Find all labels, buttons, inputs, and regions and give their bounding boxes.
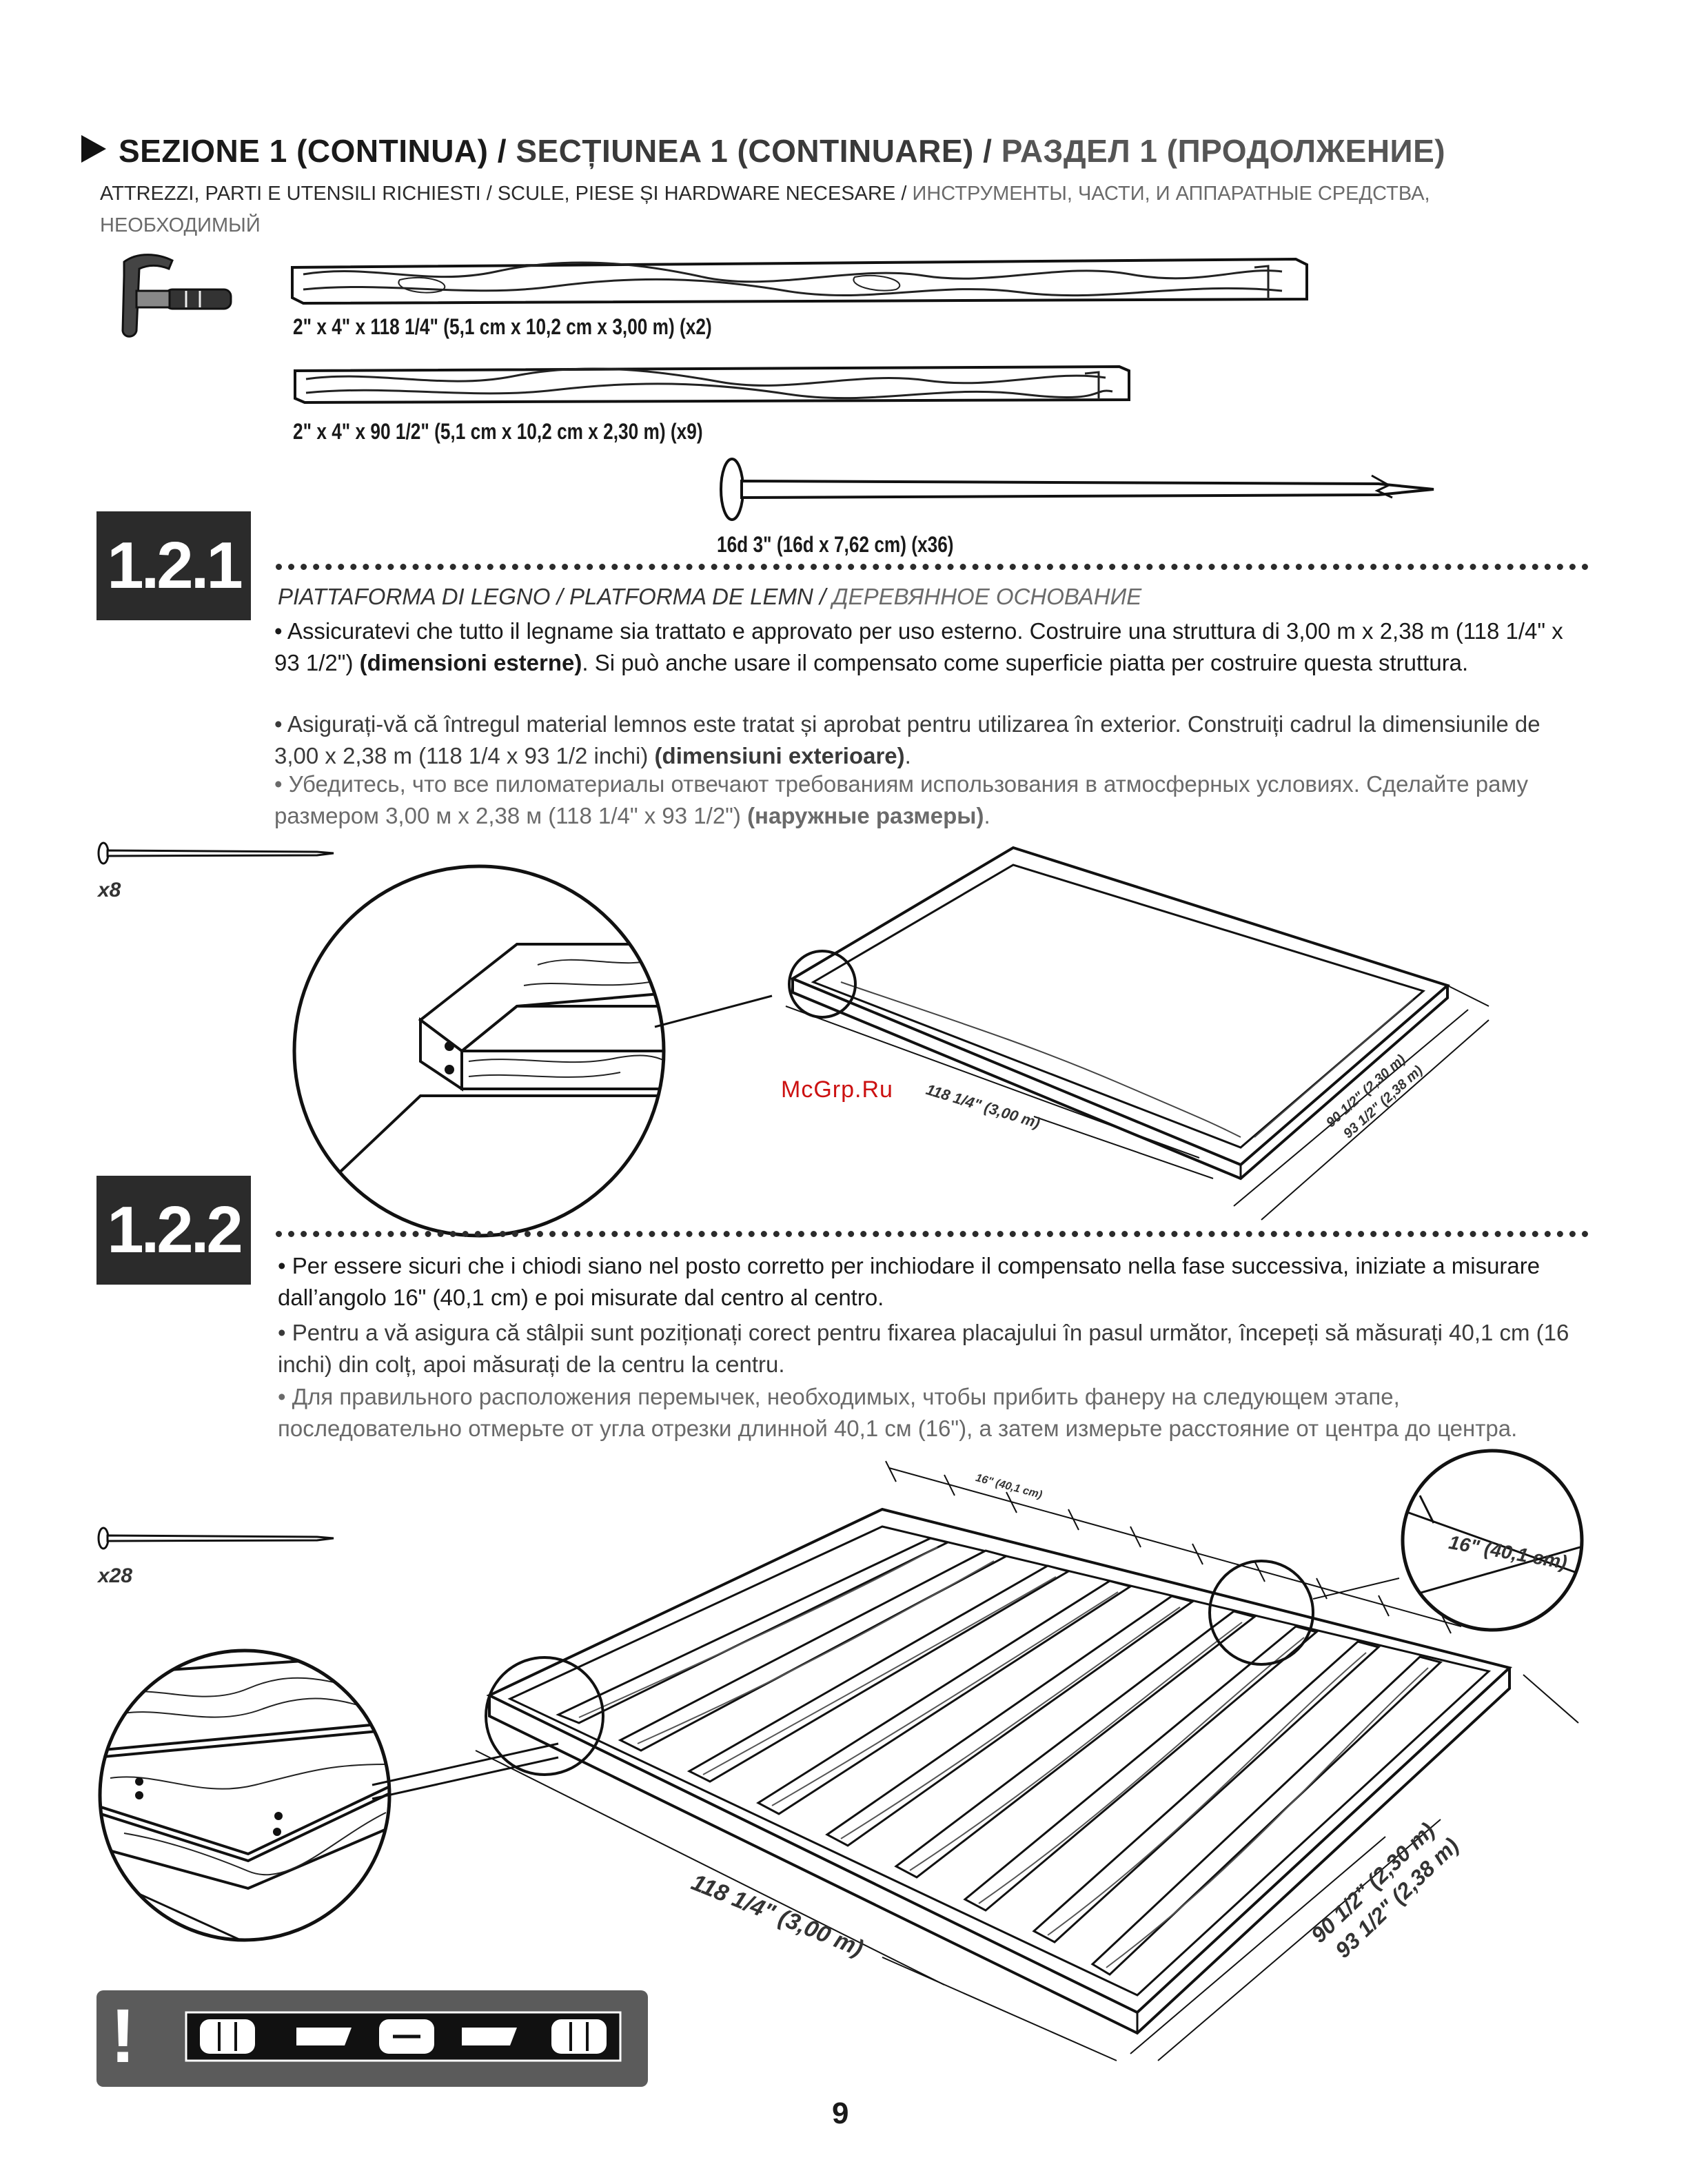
step-1-badge: 1.2.1 xyxy=(96,511,251,620)
step-2-floor-diagram xyxy=(475,1460,1579,2061)
step-1-heading-ru: ДЕРЕВЯННОЕ ОСНОВАНИЕ xyxy=(832,584,1142,609)
step-1-text-it-a: • Assicuratevi che tutto il legname sia … xyxy=(274,618,1563,675)
step-2-detail-zoom xyxy=(98,1649,392,1942)
level-tool-icon xyxy=(185,2011,622,2062)
step-2-leader-line xyxy=(372,1742,559,1800)
section-title: SEZIONE 1 (CONTINUA) / SECȚIUNEA 1 (CONT… xyxy=(119,132,1445,170)
step-1-text-it-b: (dimensioni esterne) xyxy=(359,650,582,675)
step-2-spacing-zoom xyxy=(1401,1449,1584,1632)
step-2-divider xyxy=(276,1231,1589,1237)
step-2-badge: 1.2.2 xyxy=(96,1176,251,1285)
section-subtitle: ATTREZZI, PARTI E UTENSILI RICHIESTI / S… xyxy=(100,178,1561,241)
small-nail-icon xyxy=(97,841,334,865)
step-1-heading: PIATTAFORMA DI LEGNO / PLATFORMA DE LEMN… xyxy=(278,581,1141,613)
board-long-label: 2" x 4" x 118 1/4" (5,1 cm x 10,2 cm x 3… xyxy=(293,314,712,339)
step-1-text-ro-b: (dimensiuni exterioare) xyxy=(654,743,905,768)
section-title-ro: SECȚIUNEA 1 (CONTINUARE) / xyxy=(516,133,1001,169)
step-1-text-ru: • Убедитесь, что все пиломатериалы отвеч… xyxy=(274,768,1584,832)
step-1-frame-diagram xyxy=(785,846,1489,1221)
subtitle-it: ATTREZZI, PARTI E UTENSILI RICHIESTI / xyxy=(100,183,498,205)
section-title-ru: РАЗДЕЛ 1 (ПРОДОЛЖЕНИЕ) xyxy=(1001,133,1446,169)
step-1-divider xyxy=(276,564,1589,570)
step-2-text-it: • Per essere sicuri che i chiodi siano n… xyxy=(278,1253,1540,1310)
step-1-text-it: • Assicuratevi che tutto il legname sia … xyxy=(274,615,1584,679)
step-1-text-ro-a: • Asigurați-vă că întregul material lemn… xyxy=(274,711,1540,768)
warning-icon: ! xyxy=(110,1994,136,2079)
step-1-text-ro: • Asigurați-vă că întregul material lemn… xyxy=(274,708,1584,772)
step-1-heading-ro: PLATFORMA DE LEMN / xyxy=(569,584,833,609)
step-1-heading-it: PIATTAFORMA DI LEGNO / xyxy=(278,584,569,609)
page-number: 9 xyxy=(832,2096,849,2130)
nail-icon xyxy=(720,458,1434,521)
subtitle-ro: SCULE, PIESE ȘI HARDWARE NECESARE / xyxy=(497,183,913,205)
step-1-text-it-c: . Si può anche usare il compensato come … xyxy=(582,650,1469,675)
board-short-label: 2" x 4" x 90 1/2" (5,1 cm x 10,2 cm x 2,… xyxy=(293,419,703,444)
subtitle-ru: ИНСТРУМЕНТЫ, ЧАСТИ, И АППАРАТНЫЕ СРЕДСТВ… xyxy=(100,183,1430,236)
hammer-icon xyxy=(121,254,232,338)
step-1-text-ru-a: • Убедитесь, что все пиломатериалы отвеч… xyxy=(274,771,1529,828)
board-long-image xyxy=(291,257,1308,305)
board-short-image xyxy=(294,365,1130,405)
step-2-nail-qty: x28 xyxy=(98,1564,133,1587)
step-1-leader-line xyxy=(654,994,773,1028)
step-1-text-ru-c: . xyxy=(984,803,990,828)
step-2-text-ro: • Pentru a vă asigura că stâlpii sunt po… xyxy=(278,1320,1569,1377)
step-1-detail-zoom xyxy=(292,864,666,1238)
section-title-it: SEZIONE 1 (CONTINUA) / xyxy=(119,133,516,169)
step-1-nail-qty: x8 xyxy=(98,879,121,901)
step-1-text-ro-c: . xyxy=(904,743,911,768)
small-nail-icon-2 xyxy=(97,1527,334,1550)
step-2-text-ru: • Для правильного расположения перемычек… xyxy=(278,1384,1518,1441)
watermark: McGrp.Ru xyxy=(781,1076,893,1103)
section-arrow-icon xyxy=(81,135,106,163)
step-1-text-ru-b: (наружные размеры) xyxy=(747,803,984,828)
nail-label: 16d 3" (16d x 7,62 cm) (x36) xyxy=(717,532,954,557)
